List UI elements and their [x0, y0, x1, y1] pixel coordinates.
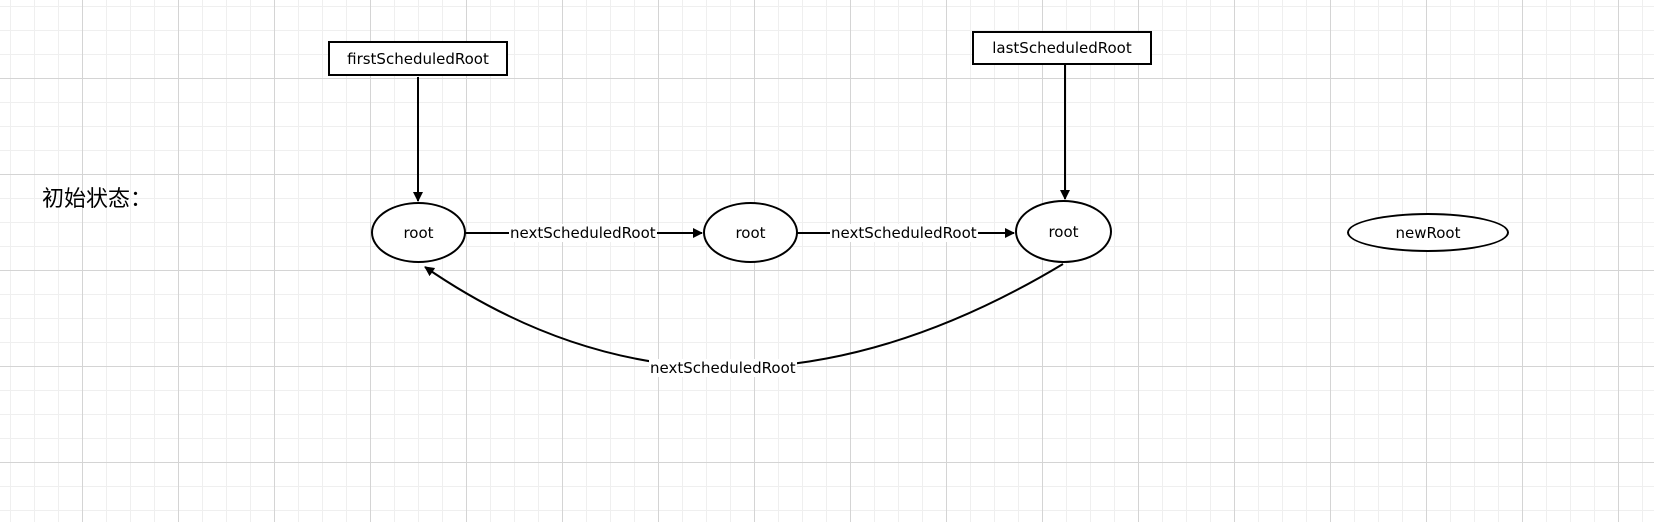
root-node-2-label: root	[735, 223, 766, 242]
initial-state-label: 初始状态：	[42, 187, 153, 212]
first-scheduled-root-box: firstScheduledRoot	[328, 41, 508, 76]
edge-label-root1-root2: nextScheduledRoot	[509, 224, 657, 242]
root-node-3: root	[1015, 200, 1112, 263]
root-node-3-label: root	[1048, 222, 1079, 241]
edge-label-root3-root1: nextScheduledRoot	[649, 359, 797, 377]
root-node-1: root	[371, 202, 466, 263]
root-node-2: root	[703, 202, 798, 263]
last-scheduled-root-label: lastScheduledRoot	[992, 39, 1132, 57]
new-root-node: newRoot	[1347, 213, 1509, 252]
root-node-1-label: root	[403, 223, 434, 242]
edge-label-root2-root3: nextScheduledRoot	[830, 224, 978, 242]
edge-root3-root1-curve	[424, 263, 1064, 369]
last-scheduled-root-box: lastScheduledRoot	[972, 31, 1152, 65]
first-scheduled-root-label: firstScheduledRoot	[347, 49, 489, 68]
new-root-node-label: newRoot	[1395, 223, 1461, 242]
